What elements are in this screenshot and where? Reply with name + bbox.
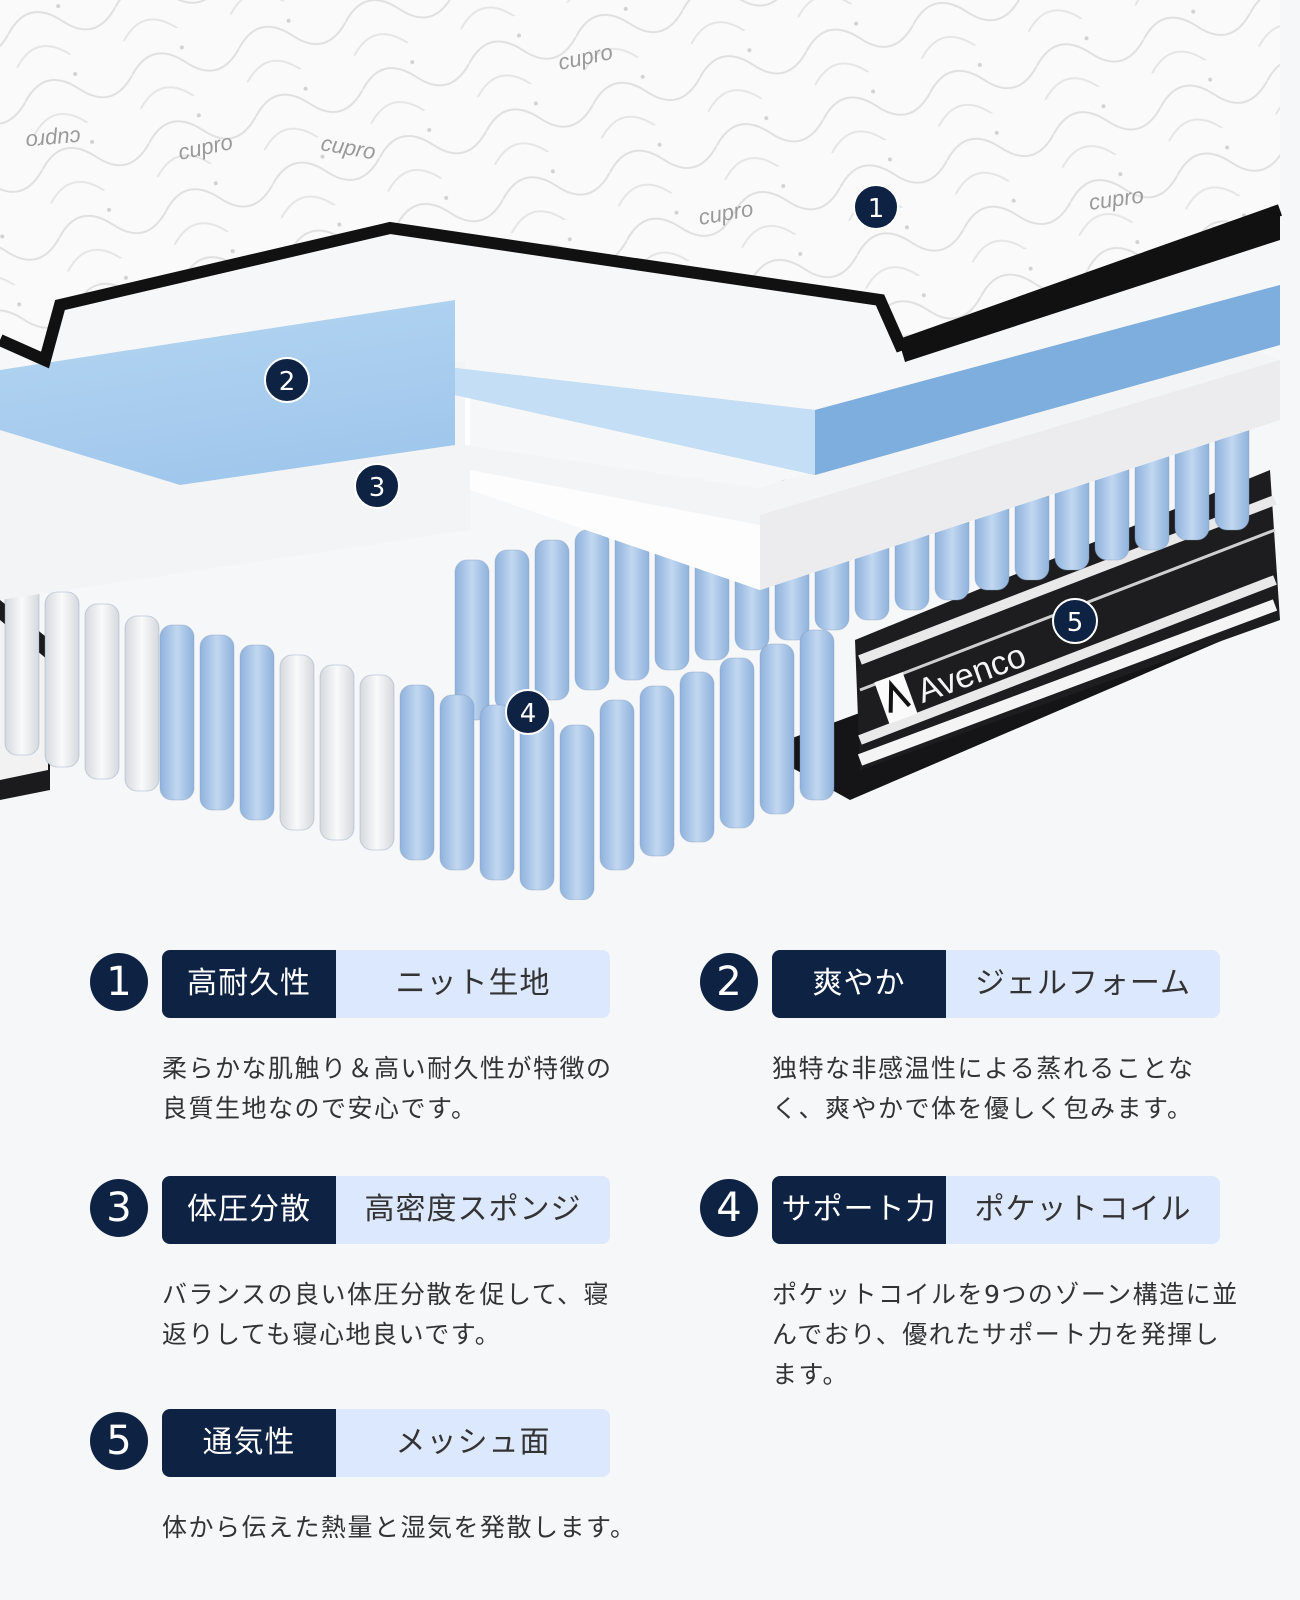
pocket-coil — [759, 643, 795, 815]
svg-text:4: 4 — [520, 699, 537, 729]
feature-tag: 体圧分散 高密度スポンジ — [162, 1176, 610, 1244]
pocket-coil — [679, 671, 715, 843]
knit-top-layer: cupro cupro cupro cupro cupro cupro — [0, 0, 1283, 369]
pocket-coil — [719, 657, 755, 829]
feature-tag: 高耐久性 ニット生地 — [162, 950, 610, 1018]
svg-text:5: 5 — [1067, 608, 1084, 638]
feature-number: 1 — [90, 953, 148, 1011]
pocket-coil — [494, 549, 530, 711]
pocket-coil-layer — [4, 369, 1250, 900]
feature-material: ポケットコイル — [974, 1192, 1192, 1227]
svg-text:2: 2 — [279, 367, 296, 397]
pocket-coil — [639, 685, 675, 857]
feature-material: ニット生地 — [395, 966, 551, 1001]
feature-material: ジェルフォーム — [974, 966, 1192, 1001]
pocket-coil — [279, 654, 315, 831]
pocket-coil — [559, 724, 595, 900]
feature-title: 通気性 — [162, 1409, 336, 1477]
pocket-coil — [599, 699, 635, 871]
pocket-coil — [799, 629, 835, 801]
pocket-coil — [239, 644, 275, 821]
feature-title: 爽やか — [772, 950, 946, 1018]
pocket-coil — [84, 603, 120, 780]
brand-logo-icon — [874, 672, 918, 724]
feature-tag: 通気性 メッシュ面 — [162, 1409, 610, 1477]
svg-text:3: 3 — [369, 473, 386, 503]
pocket-coil — [44, 591, 80, 768]
feature-description: 独特な非感温性による蒸れることなく、爽やかで体を優しく包みます。 — [772, 1054, 1195, 1123]
feature-tag: 爽やか ジェルフォーム — [772, 950, 1220, 1018]
marker-3: 3 — [354, 463, 400, 509]
feature-title: サポート力 — [772, 1176, 946, 1244]
fabric-print-text: cupro — [25, 125, 82, 155]
pocket-coil — [574, 529, 610, 691]
feature-title: 高耐久性 — [162, 950, 336, 1018]
pocket-coil — [439, 694, 475, 871]
pocket-coil — [124, 615, 160, 792]
pocket-coil — [159, 624, 195, 801]
pocket-coil — [534, 539, 570, 701]
feature-number: 4 — [700, 1179, 758, 1237]
pocket-coil — [199, 634, 235, 811]
pocket-coil — [319, 664, 355, 841]
feature-number: 2 — [700, 953, 758, 1011]
feature-tag: サポート力 ポケットコイル — [772, 1176, 1220, 1244]
feature-description: バランスの良い体圧分散を促して、寝返りしても寝心地良いです。 — [162, 1280, 611, 1349]
gel-foam-layer — [0, 285, 1280, 485]
feature-description: 体から伝えた熱量と湿気を発散します。 — [162, 1513, 637, 1542]
marker-2: 2 — [264, 357, 310, 403]
pocket-coil — [359, 674, 395, 851]
mattress-cross-section-illustration: Avenco cupro cupro cupro cupro cupro cup… — [0, 0, 1283, 900]
pocket-coil — [399, 684, 435, 861]
feature-number: 3 — [90, 1179, 148, 1237]
pocket-coil — [479, 704, 515, 881]
feature-number: 5 — [90, 1412, 148, 1470]
feature-description: 柔らかな肌触り＆高い耐久性が特徴の良質生地なので安心です。 — [162, 1054, 613, 1123]
marker-1: 1 — [853, 184, 899, 230]
layer-markers: 1 2 3 4 5 — [264, 184, 1098, 735]
pocket-coil — [519, 714, 555, 891]
pocket-coil — [4, 579, 40, 756]
feature-title: 体圧分散 — [162, 1176, 336, 1244]
marker-4: 4 — [505, 689, 551, 735]
feature-list: 1 高耐久性 ニット生地 柔らかな肌触り＆高い耐久性が特徴の良質生地なので安心で… — [0, 900, 1300, 1600]
feature-material: 高密度スポンジ — [364, 1192, 582, 1227]
feature-material: メッシュ面 — [395, 1425, 551, 1460]
feature-description: ポケットコイルを9つのゾーン構造に並んでおり、優れたサポート力を発揮します。 — [772, 1280, 1239, 1389]
svg-text:1: 1 — [868, 194, 885, 224]
marker-5: 5 — [1052, 598, 1098, 644]
